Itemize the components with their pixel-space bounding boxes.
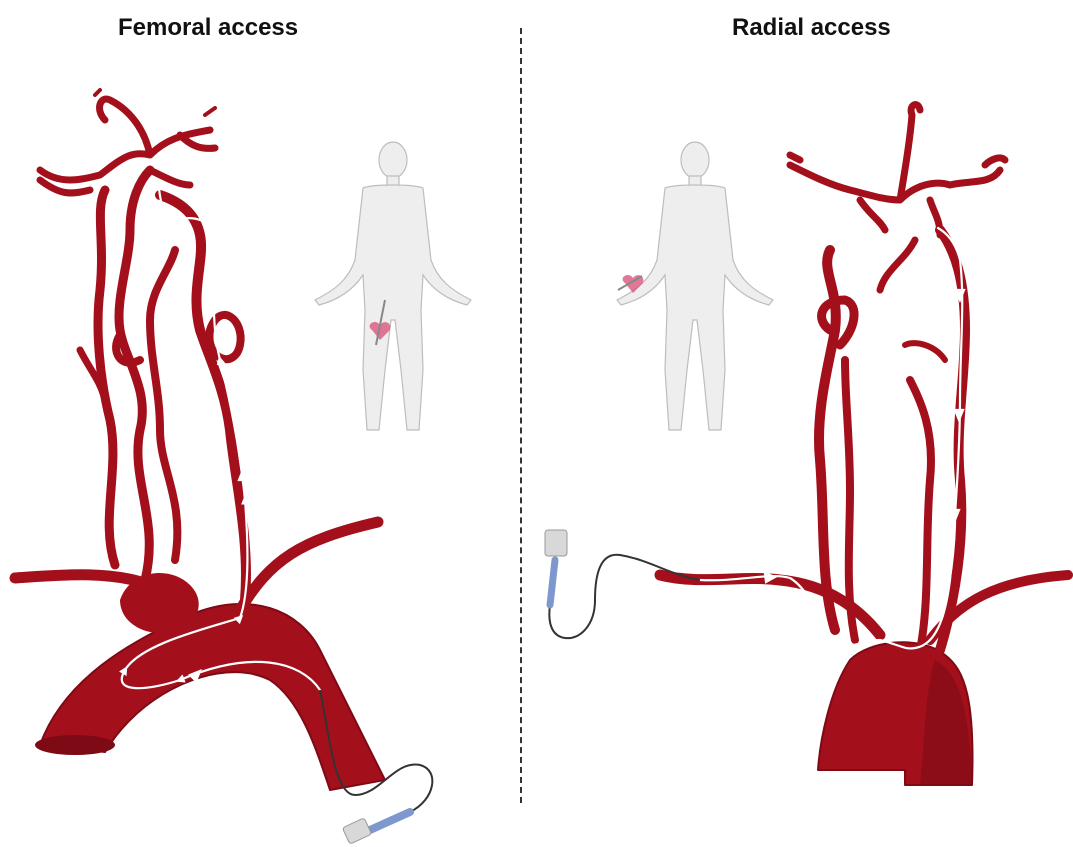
right-carotid (119, 170, 150, 580)
radial-cerebral-branches (790, 105, 1005, 235)
right-vertebral-r (845, 360, 855, 640)
human-body-icon (315, 142, 471, 430)
femoral-sheath-hub (342, 818, 371, 844)
aortic-root (35, 735, 115, 755)
right-subclavian (15, 575, 150, 585)
femoral-cerebral-branches (40, 99, 215, 193)
radial-sheath-device (545, 530, 700, 638)
left-vertebral (150, 250, 177, 560)
femoral-vessel-tree (15, 90, 385, 790)
radial-sheath-hub (545, 530, 567, 556)
left-subclavian (240, 522, 378, 610)
human-body-icon (617, 142, 773, 430)
left-vertebral-r (910, 380, 931, 650)
femoral-sheath (370, 812, 410, 830)
radial-sheath (550, 560, 555, 605)
radial-guidewire (549, 555, 700, 638)
right-vertebral (98, 190, 115, 565)
